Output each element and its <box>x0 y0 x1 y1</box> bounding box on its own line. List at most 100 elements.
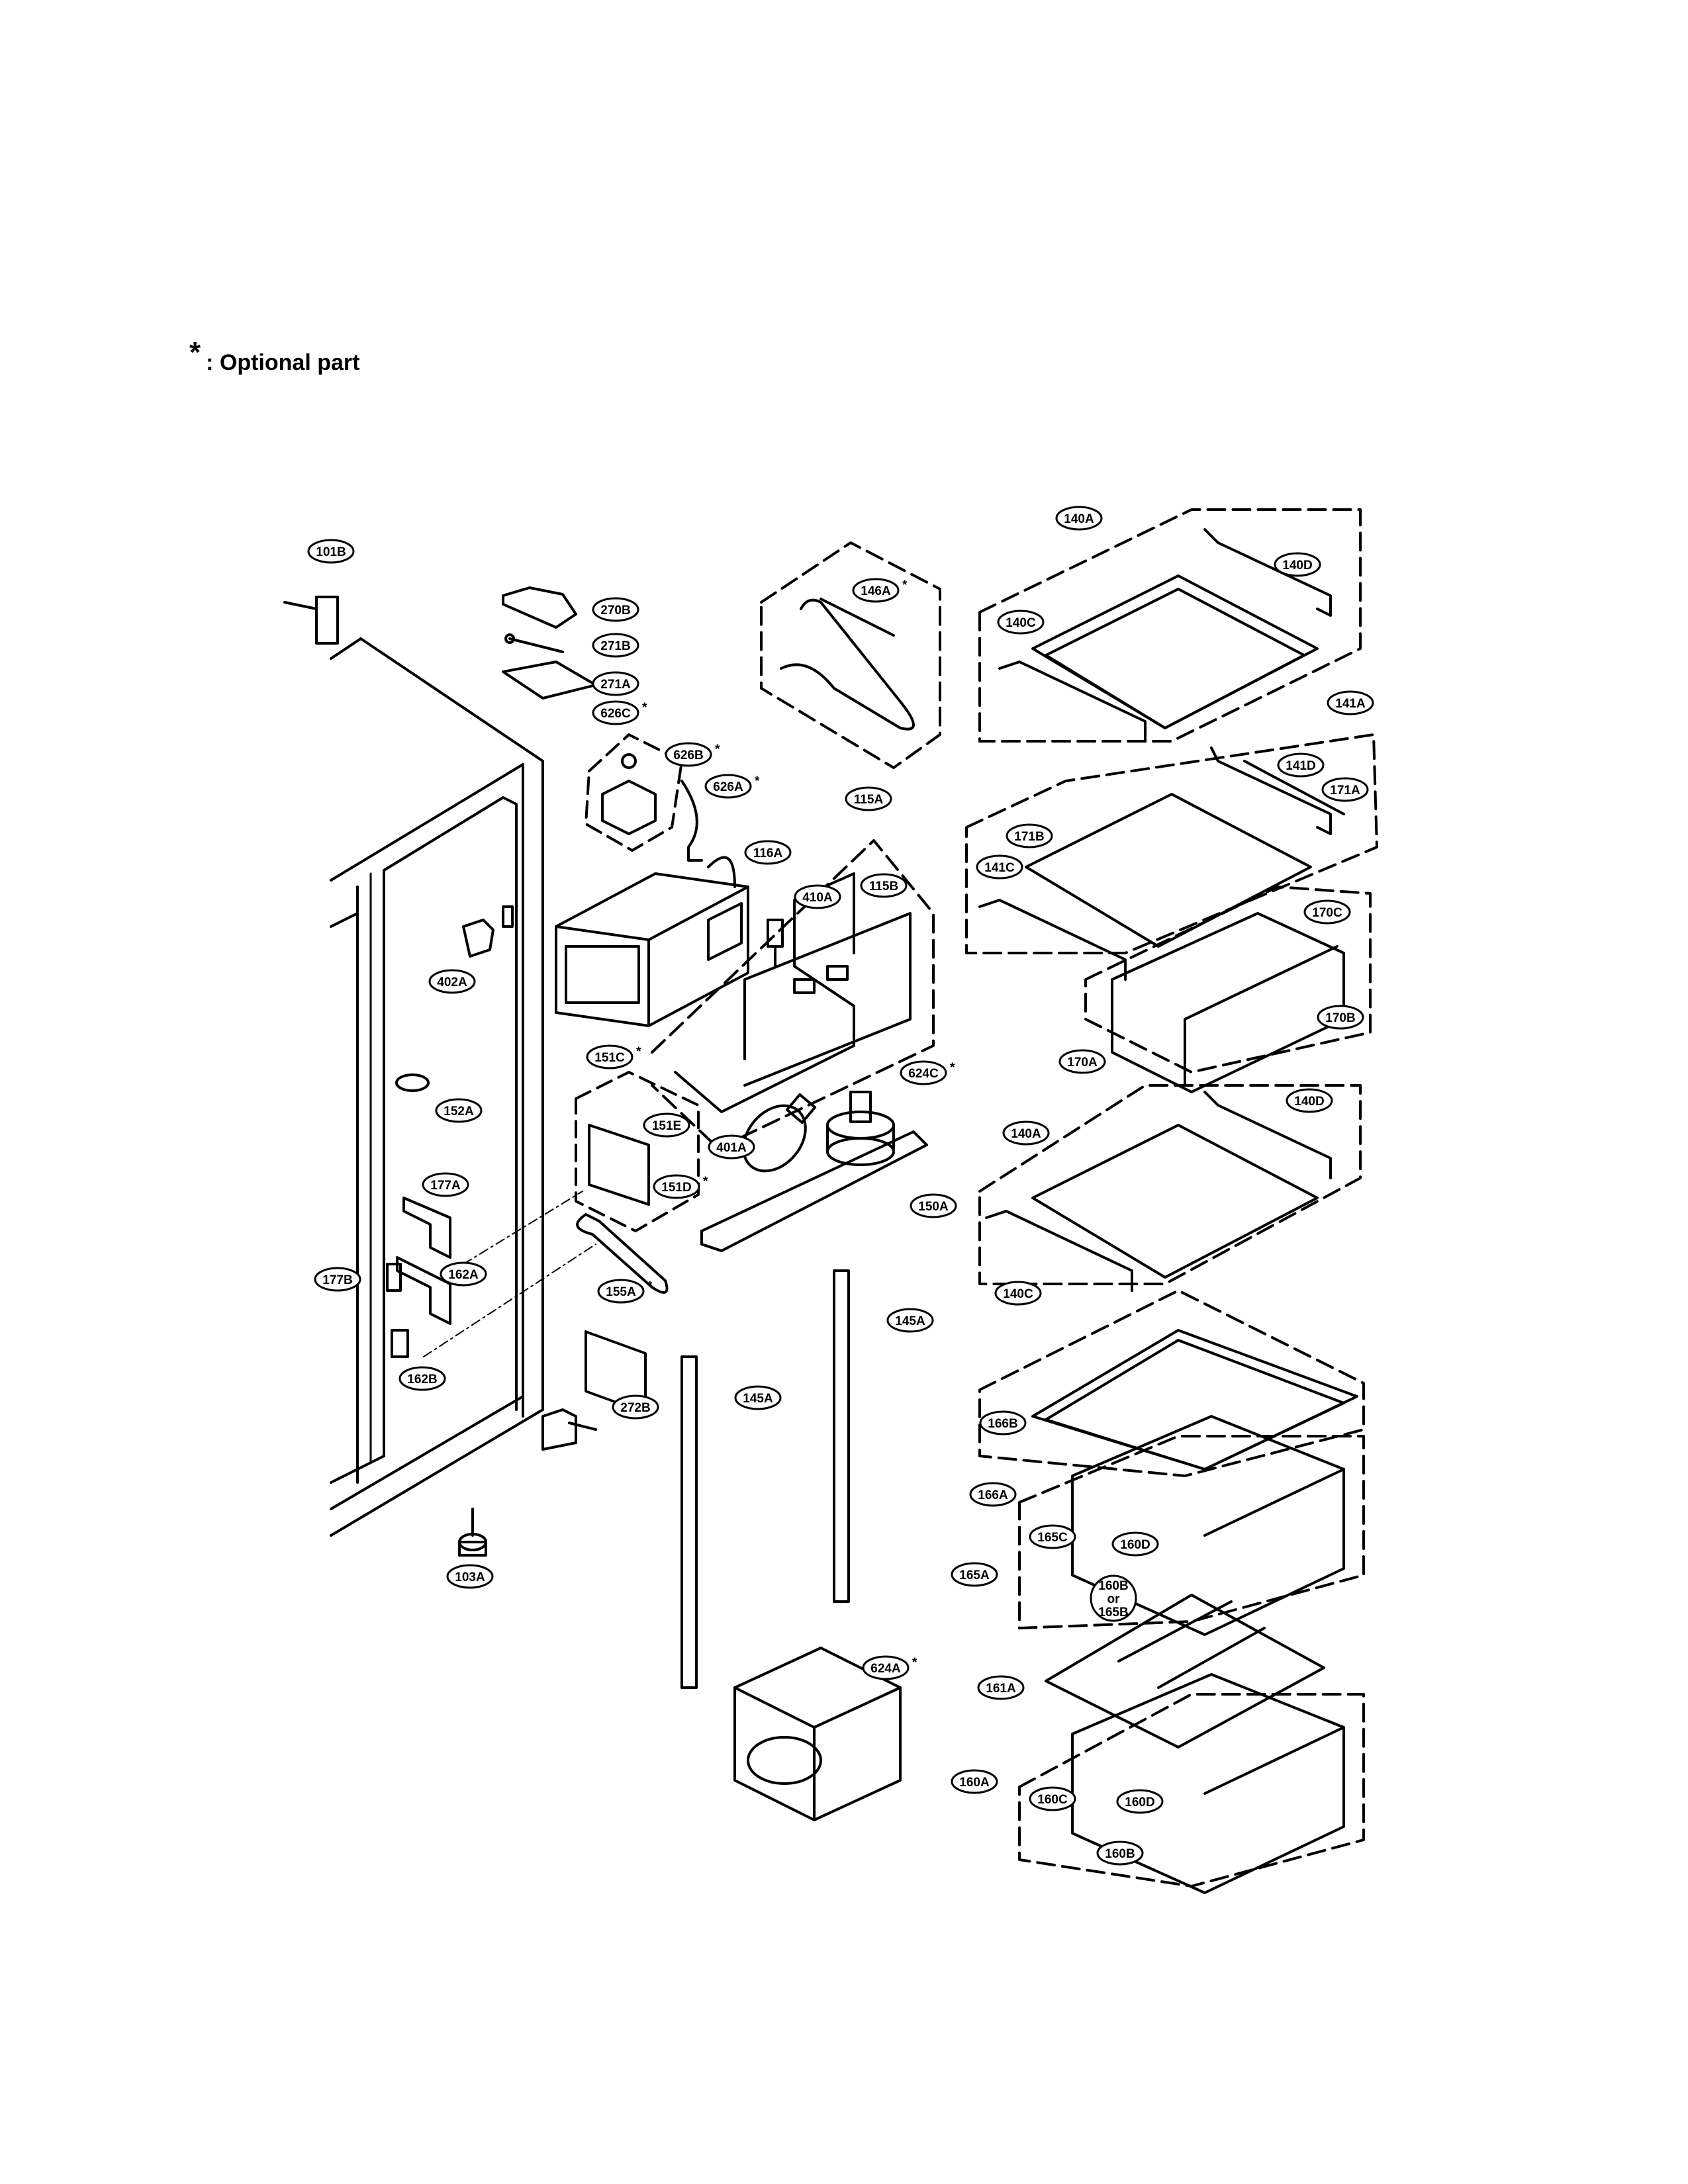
label-oval <box>1058 1049 1106 1074</box>
part-number: 171B <box>1014 830 1044 844</box>
part-label: 624A* <box>862 1655 917 1680</box>
module-624c <box>826 1091 895 1166</box>
part-number: 150A <box>918 1200 949 1214</box>
cover-group-166a <box>978 1289 1365 1477</box>
part-label: 140D <box>1274 552 1321 577</box>
part-label: 170A <box>1058 1049 1106 1074</box>
drawer-group-165a <box>1018 1415 1365 1636</box>
part-number: 151D <box>661 1181 691 1195</box>
part-label: 103A <box>446 1564 494 1589</box>
label-oval <box>951 1562 998 1587</box>
part-number: 165B <box>1098 1606 1128 1619</box>
shelf-group-140a-top <box>978 508 1362 743</box>
part-number: 271B <box>600 639 630 653</box>
part-number: 170B <box>1325 1011 1355 1025</box>
label-oval <box>708 1134 755 1160</box>
part-label: 271B <box>592 633 639 658</box>
label-oval <box>307 539 355 564</box>
legend-asterisk: * <box>189 336 201 369</box>
label-oval <box>1029 1524 1076 1549</box>
part-label: 160D <box>1111 1531 1159 1557</box>
label-oval <box>586 1044 633 1069</box>
part-number: 141C <box>984 861 1015 875</box>
optional-asterisk: * <box>755 774 760 788</box>
part-number: 177B <box>322 1273 352 1287</box>
part-number: 140A <box>1064 512 1094 526</box>
part-label: 624C* <box>900 1060 955 1085</box>
label-oval <box>979 1410 1027 1435</box>
optional-asterisk: * <box>703 1175 708 1189</box>
label-oval <box>1327 690 1374 715</box>
part-number: 140C <box>1003 1287 1033 1301</box>
part-label: 140C <box>997 610 1045 635</box>
drawer-group-160a <box>1018 1673 1365 1894</box>
part-number: 170A <box>1067 1056 1098 1069</box>
part-label: 270B <box>592 597 639 622</box>
label-oval <box>597 1279 645 1304</box>
part-number: 145A <box>895 1314 925 1328</box>
label-oval <box>1090 1574 1137 1622</box>
hinge-272b <box>541 1408 597 1451</box>
part-label: 171B <box>1006 823 1053 848</box>
label-oval <box>592 700 639 725</box>
leveling-leg-103a <box>458 1508 487 1557</box>
label-oval <box>1317 1005 1364 1030</box>
label-oval <box>744 840 792 865</box>
duct-assembly-116a <box>555 856 749 1027</box>
rail-145a-left <box>680 1355 698 1689</box>
label-oval <box>704 774 752 799</box>
part-number: 410A <box>802 891 833 905</box>
part-number: 626C <box>600 707 631 721</box>
part-label: 162A <box>440 1261 487 1287</box>
part-number: 271A <box>600 678 631 692</box>
part-label: 151C* <box>586 1044 641 1069</box>
rail-145a-right <box>833 1269 850 1603</box>
part-number: 402A <box>437 976 467 989</box>
hinge-pin-271b <box>504 633 564 653</box>
part-label: 410A <box>794 884 841 909</box>
part-number: 165A <box>959 1569 990 1582</box>
part-number: 146A <box>861 584 891 598</box>
part-number: 155A <box>606 1285 636 1299</box>
cabinet-body <box>330 637 544 1537</box>
part-label: 146A* <box>852 578 908 603</box>
bracket-101b <box>283 596 339 645</box>
part-label: 177B <box>314 1267 361 1292</box>
shelf-group-146a <box>760 541 941 769</box>
optional-asterisk: * <box>647 1279 653 1293</box>
part-label: 151D * <box>653 1174 708 1199</box>
optional-asterisk: * <box>636 1045 641 1059</box>
part-number: 626B <box>673 749 703 762</box>
part-label: 160D <box>1116 1789 1164 1814</box>
part-number: 101B <box>316 545 346 559</box>
part-number: 140C <box>1006 616 1036 630</box>
part-label: 160A <box>951 1769 998 1794</box>
part-label: 141D <box>1277 752 1325 778</box>
part-number: 160D <box>1120 1538 1150 1552</box>
part-number: 160A <box>959 1776 990 1790</box>
label-oval <box>1116 1789 1164 1814</box>
part-number: 151E <box>652 1119 681 1133</box>
part-label: 140A <box>1055 506 1103 531</box>
part-label: 271A <box>592 671 639 696</box>
part-number: 166A <box>978 1488 1008 1502</box>
label-oval <box>951 1769 998 1794</box>
label-oval <box>1111 1531 1159 1557</box>
part-label: 160B <box>1096 1841 1144 1866</box>
hinge-cover-270b <box>502 586 577 629</box>
optional-part-legend: *: Optional part <box>189 336 359 377</box>
part-labels: 101B270B271B271A626C*626B*626A*116A402A4… <box>307 506 1374 1866</box>
part-label: 152A <box>435 1098 483 1123</box>
part-number: 140D <box>1282 559 1312 572</box>
part-label: 140A <box>1002 1120 1050 1146</box>
part-number: 626A <box>713 780 743 794</box>
part-label: 141C <box>976 854 1023 880</box>
socket-410a <box>767 919 784 968</box>
shelf-group-140a-mid <box>978 1084 1362 1292</box>
label-oval <box>910 1193 957 1218</box>
part-label: 626B* <box>665 742 720 767</box>
part-number: 141A <box>1335 697 1366 711</box>
part-number: 160B <box>1105 1847 1135 1861</box>
bulb-401a <box>742 1093 817 1173</box>
